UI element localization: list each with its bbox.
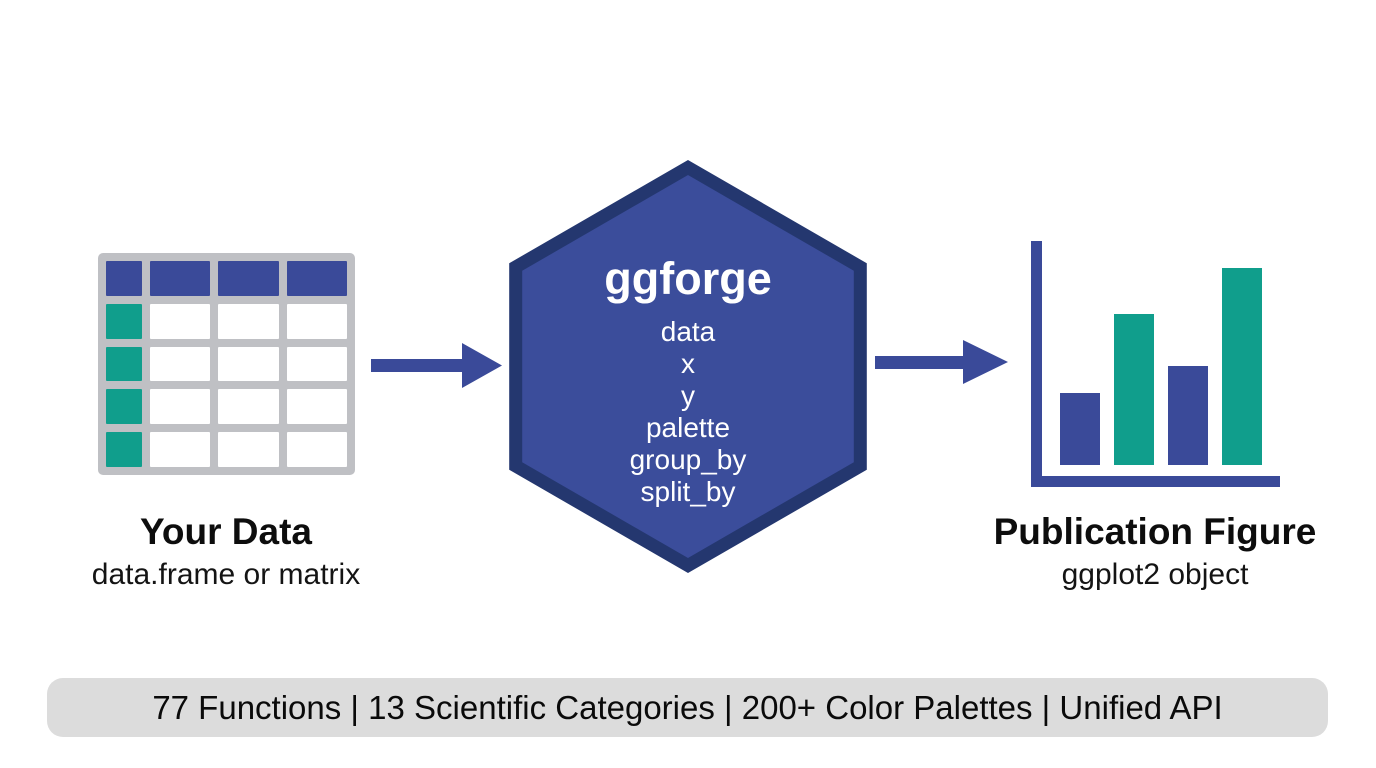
chart-bar — [1222, 268, 1262, 465]
param-item: split_by — [640, 476, 736, 507]
param-item: y — [681, 380, 695, 411]
bar-chart-bars — [1060, 268, 1270, 465]
stats-banner: 77 Functions | 13 Scientific Categories … — [47, 678, 1328, 737]
table-cell — [150, 389, 211, 425]
hexagon-icon — [509, 159, 867, 574]
table-cell — [218, 432, 279, 467]
chart-bar — [1060, 393, 1100, 465]
chart-x-axis — [1031, 476, 1280, 487]
table-cell — [218, 389, 279, 425]
table-cell — [286, 346, 347, 382]
param-item: group_by — [629, 444, 747, 475]
table-cell — [218, 303, 279, 339]
param-item: x — [681, 348, 695, 379]
table-header-cell — [218, 261, 279, 296]
arrow-right-icon — [371, 343, 502, 388]
table-cell — [286, 303, 347, 339]
param-item: palette — [645, 412, 731, 443]
right-title: Publication Figure — [993, 511, 1317, 552]
table-cell — [150, 432, 211, 467]
table-cell — [150, 303, 211, 339]
right-label-block: Publication Figure ggplot2 object — [960, 510, 1350, 596]
table-key-cell — [106, 303, 142, 339]
table-key-cell — [106, 389, 142, 425]
chart-bar — [1168, 366, 1208, 465]
table-key-cell — [106, 432, 142, 467]
hexagon-content: ggforge data x y palette group_by split_… — [516, 168, 860, 565]
left-subtitle: data.frame or matrix — [91, 558, 361, 591]
table-cell — [286, 389, 347, 425]
param-list: data x y palette group_by split_by — [516, 316, 860, 508]
table-header-cell — [106, 261, 142, 296]
chart-y-axis — [1031, 241, 1042, 487]
data-table-icon — [98, 253, 355, 475]
table-cell — [150, 346, 211, 382]
param-item: data — [660, 316, 716, 347]
table-header-cell — [286, 261, 347, 296]
table-key-cell — [106, 346, 142, 382]
table-cell — [286, 432, 347, 467]
arrow-right-icon — [875, 340, 1008, 384]
left-title: Your Data — [139, 511, 312, 552]
stats-banner-text: 77 Functions | 13 Scientific Categories … — [152, 689, 1223, 726]
table-header-cell — [150, 261, 211, 296]
package-name: ggforge — [604, 253, 772, 304]
left-label-block: Your Data data.frame or matrix — [31, 510, 421, 596]
table-cell — [218, 346, 279, 382]
right-subtitle: ggplot2 object — [1061, 558, 1249, 591]
chart-bar — [1114, 314, 1154, 465]
